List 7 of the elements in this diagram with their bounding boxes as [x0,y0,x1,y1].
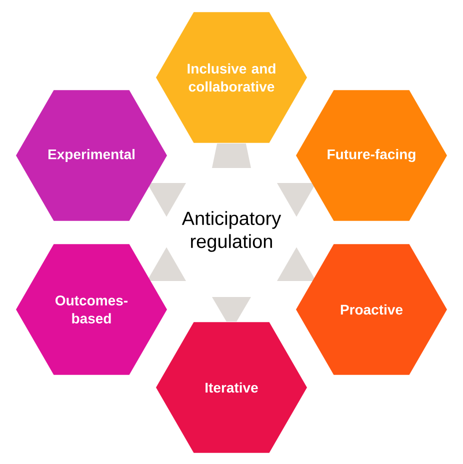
hexagon: Inclusive and collaborative [156,12,307,143]
central-label: Anticipatory regulation [182,211,282,252]
hexagon: Future-facing [296,90,447,221]
hexagon: Experimental [16,90,167,221]
hexagon: Iterative [156,322,307,453]
hexagon: Proactive [296,244,447,375]
hexagon: Outcomes-based [16,244,167,375]
